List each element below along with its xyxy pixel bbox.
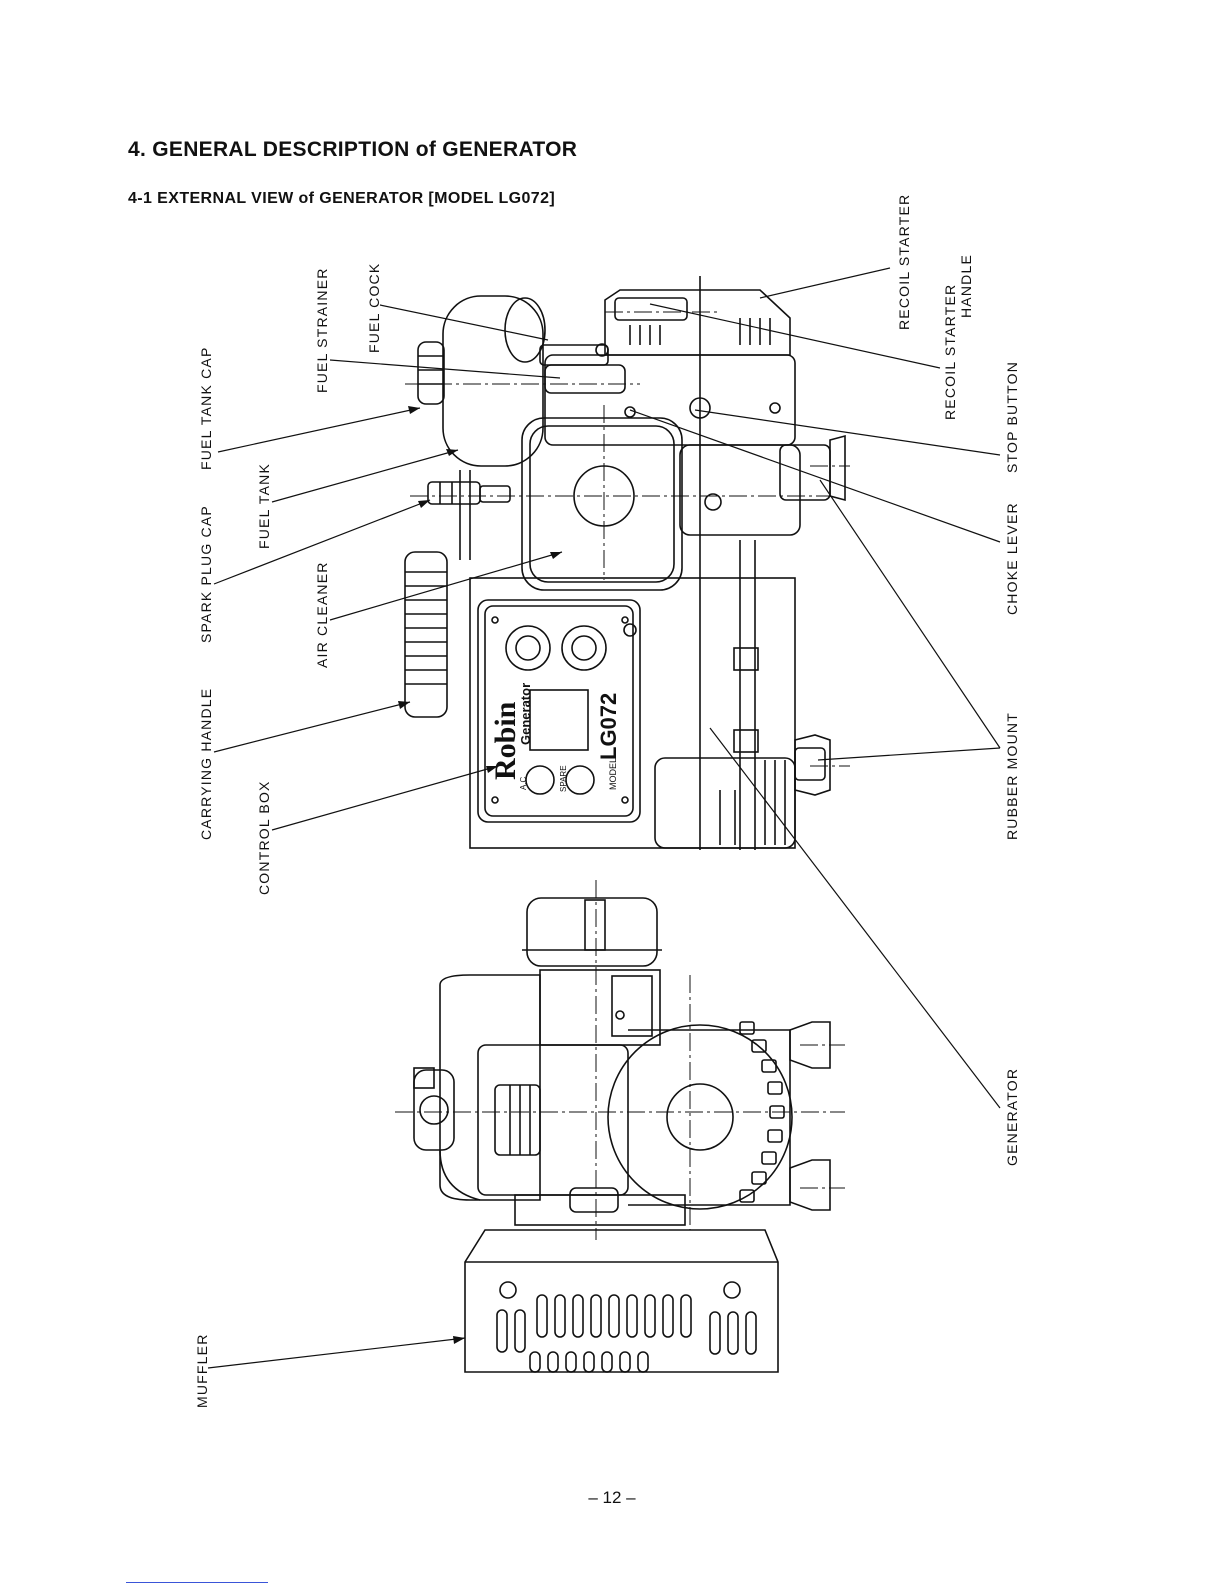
page-number: – 12 –	[588, 1488, 636, 1507]
muffler-shape	[464, 1229, 779, 1373]
label-control-box: CONTROL BOX	[256, 780, 272, 895]
label-fuel-tank-cap: FUEL TANK CAP	[198, 346, 214, 470]
label-air-cleaner: AIR CLEANER	[314, 561, 330, 668]
flywheel-shape	[607, 1024, 793, 1210]
label-recoil-starter: RECOIL STARTER	[896, 193, 912, 330]
control-box-shape	[477, 599, 641, 823]
label-muffler: MUFFLER	[194, 1333, 210, 1408]
panel-product: Generator	[518, 683, 533, 745]
label-fuel-strainer: FUEL STRAINER	[314, 267, 330, 393]
label-stop-button: STOP BUTTON	[1004, 361, 1020, 473]
section-heading: 4. GENERAL DESCRIPTION of GENERATOR	[128, 138, 578, 161]
panel-brand: Robin	[489, 701, 522, 780]
label-recoil-starter-handle-1: RECOIL STARTER	[942, 283, 958, 420]
subsection-heading: 4-1 EXTERNAL VIEW of GENERATOR [MODEL LG…	[128, 190, 556, 207]
panel-spare: SPARE	[559, 765, 568, 792]
rubber-mount-shape	[794, 734, 831, 796]
label-spark-plug-cap: SPARK PLUG CAP	[198, 505, 214, 643]
label-recoil-starter-handle-2: HANDLE	[958, 254, 974, 318]
label-choke-lever: CHOKE LEVER	[1004, 502, 1020, 615]
label-carrying-handle: CARRYING HANDLE	[198, 687, 214, 840]
recoil-starter-shape	[604, 289, 791, 356]
label-generator: GENERATOR	[1004, 1067, 1020, 1166]
fuel-tank-shape	[442, 295, 544, 467]
panel-model: LG072	[596, 693, 621, 760]
generator-shape	[469, 577, 796, 849]
label-fuel-tank: FUEL TANK	[256, 462, 272, 549]
fuel-tank-cap-shape	[417, 341, 445, 405]
label-rubber-mount: RUBBER MOUNT	[1004, 712, 1020, 840]
carrying-handle-shape	[404, 551, 448, 718]
air-cleaner-shape	[521, 417, 683, 591]
panel-ac: A.C	[519, 776, 528, 790]
footer-rule	[126, 1582, 268, 1583]
label-fuel-cock: FUEL COCK	[366, 262, 382, 353]
panel-model-prefix: MODEL	[608, 758, 618, 790]
